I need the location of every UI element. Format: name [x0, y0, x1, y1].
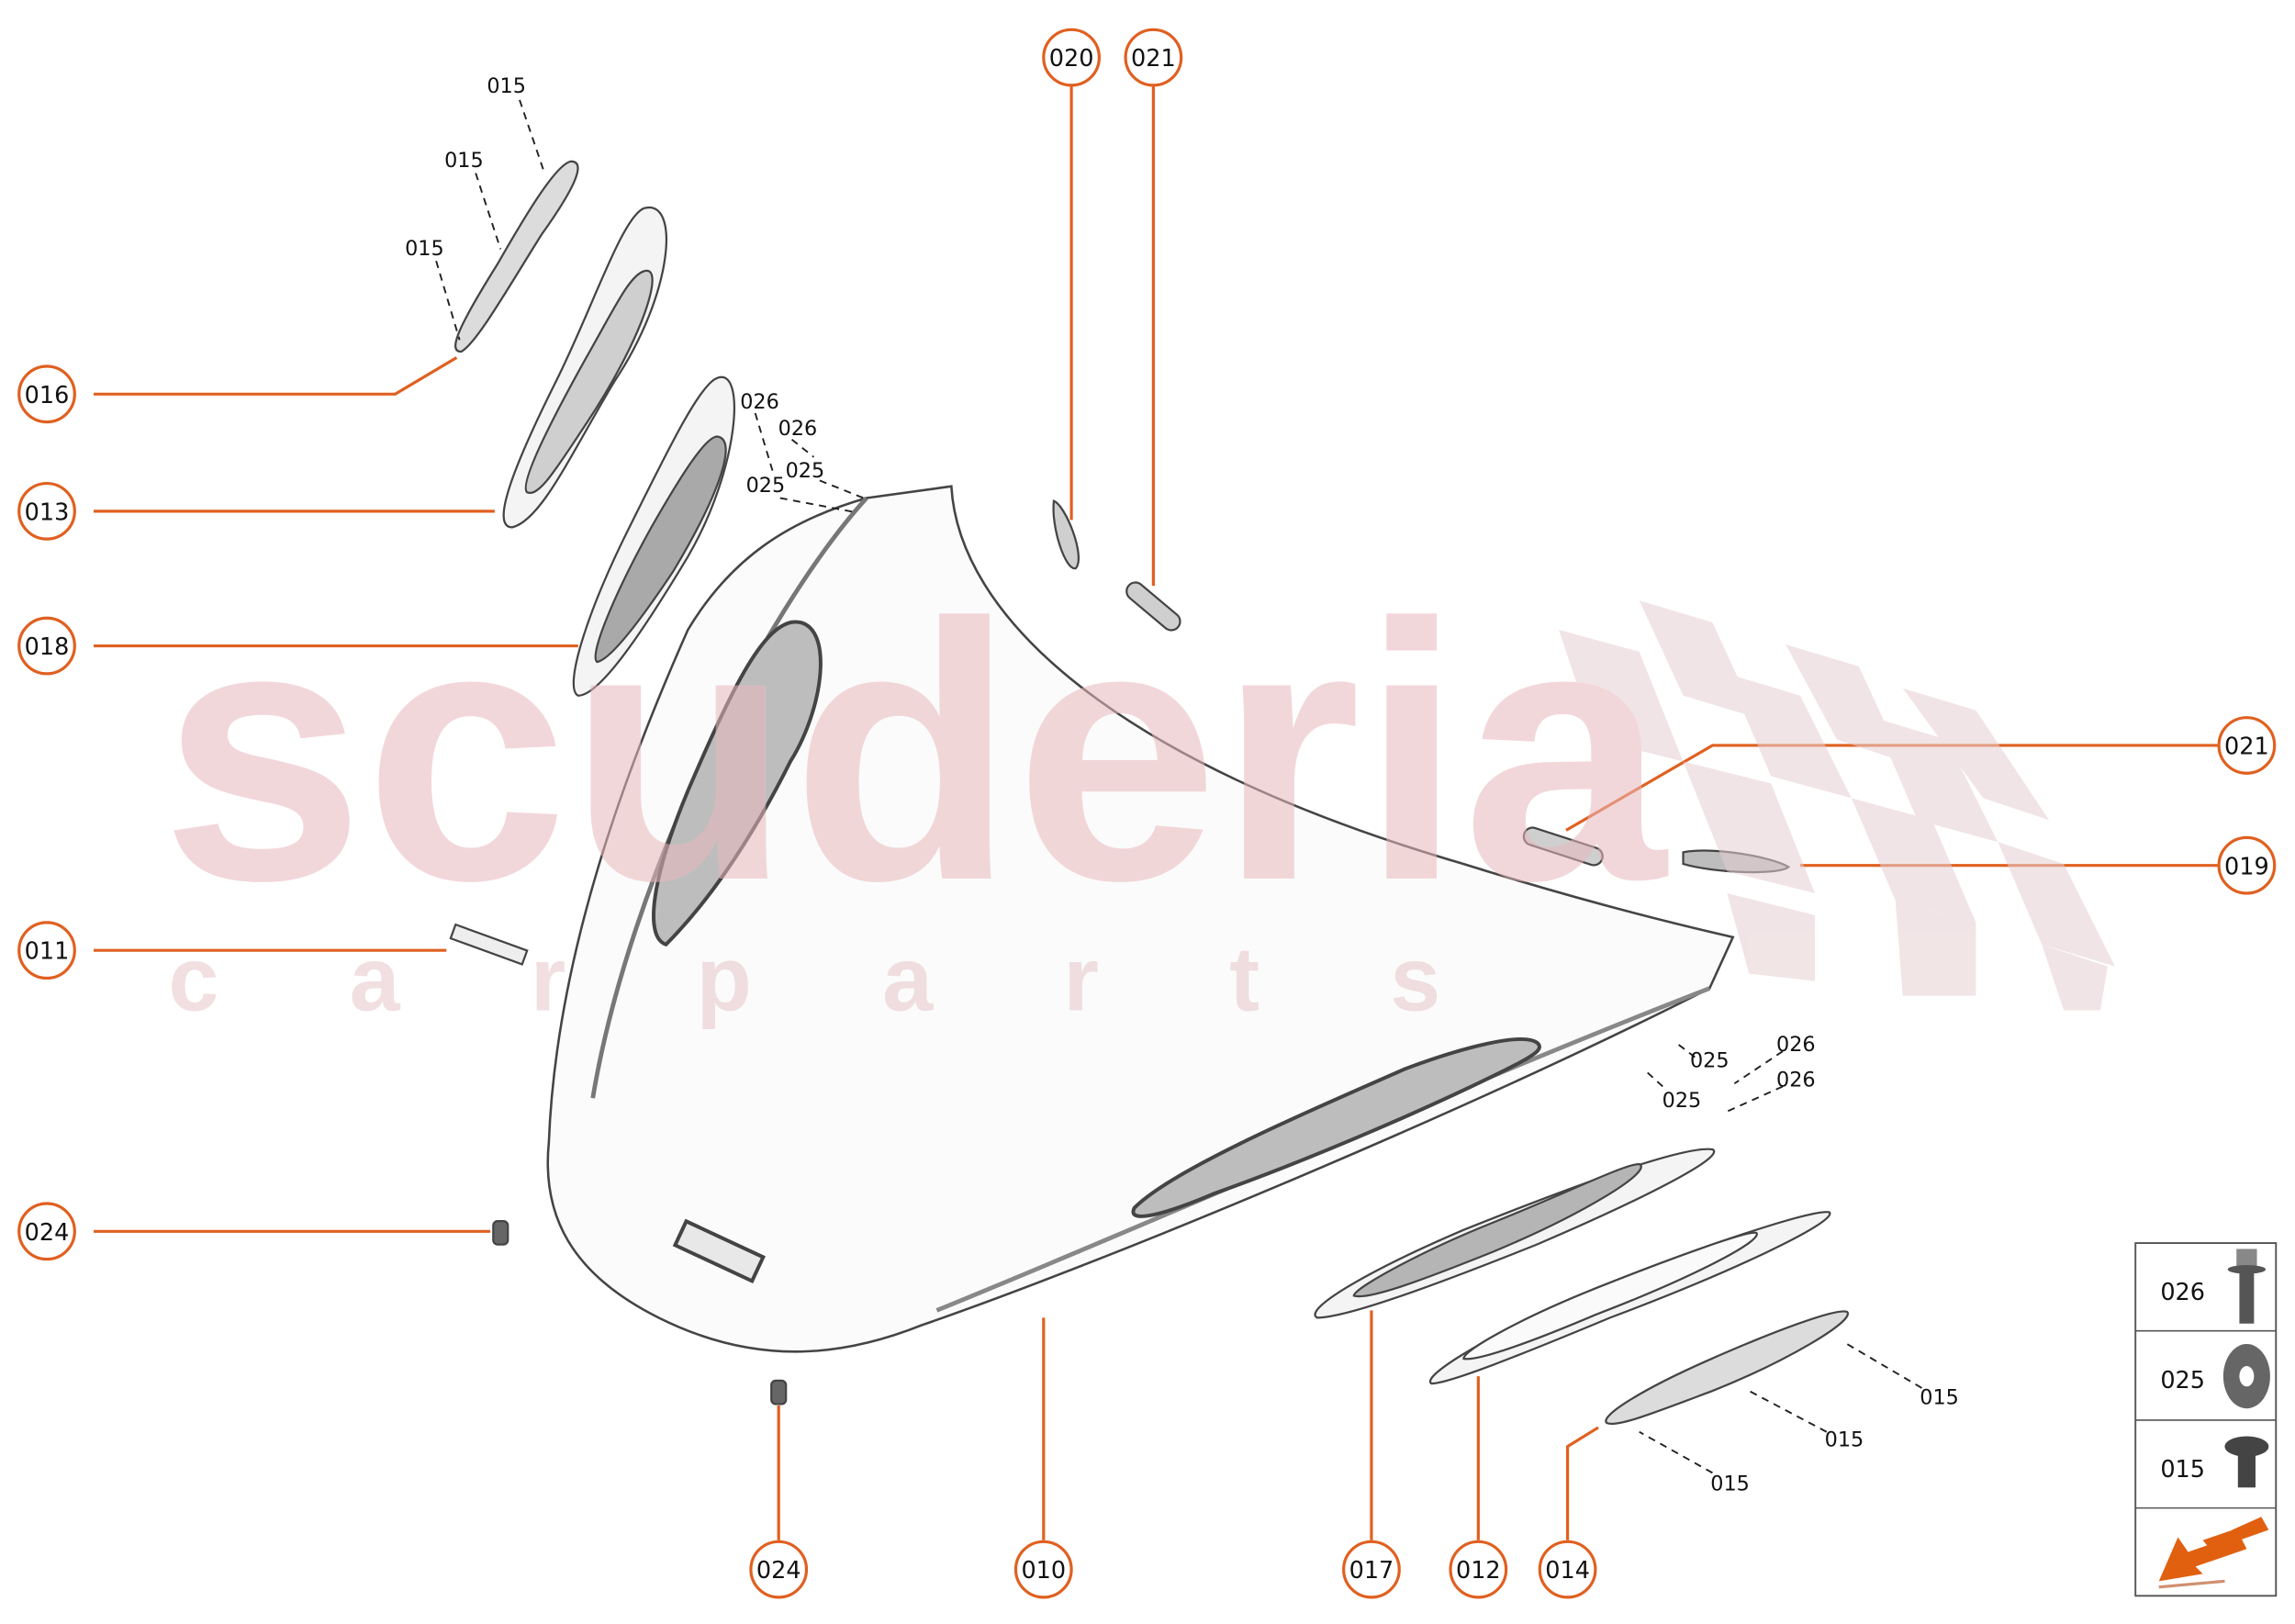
- callout-label: 020: [1049, 45, 1094, 73]
- dashed-leader: [1674, 1041, 1696, 1058]
- fastener-label: 025: [786, 459, 825, 483]
- callout-circle: [1124, 28, 1183, 87]
- callout-label: 024: [25, 1219, 70, 1247]
- callout-label: 014: [1545, 1557, 1590, 1585]
- dashed-leader: [435, 260, 461, 341]
- callout-016[interactable]: 016: [17, 364, 76, 424]
- callout-circle: [749, 1540, 809, 1599]
- callout-013[interactable]: 013: [17, 481, 76, 541]
- fastener-label: 026: [740, 390, 779, 414]
- callout-circle: [1538, 1540, 1597, 1599]
- fastener-label: 015: [487, 74, 526, 98]
- callout-label: 024: [756, 1557, 801, 1585]
- callout-label: 018: [25, 633, 70, 661]
- fastener-label: 025: [1662, 1089, 1702, 1113]
- dashed-leader: [754, 412, 774, 473]
- callout-label: 021: [1131, 45, 1176, 73]
- callout-circle: [1042, 28, 1101, 87]
- callout-circle: [17, 1202, 76, 1261]
- legend-code-026: 026: [2160, 1279, 2205, 1306]
- fastener-label: 026: [1776, 1033, 1816, 1057]
- callout-024[interactable]: 024: [17, 1202, 76, 1261]
- fastener-label: 015: [405, 237, 444, 261]
- callout-017[interactable]: 017: [1342, 1540, 1401, 1599]
- fastener-label: 015: [1920, 1385, 1959, 1409]
- dashed-leader: [1723, 1085, 1784, 1114]
- fastener-legend: 026 025 015: [2134, 1242, 2278, 1597]
- callout-circle: [2217, 716, 2277, 775]
- vent-parts: [449, 160, 1849, 1426]
- hood-010: [546, 485, 1735, 1353]
- legend-code-015: 015: [2160, 1456, 2205, 1484]
- callouts: 016 013 018 011 024 020 021 021 019 024 010 017 012 0…: [17, 28, 2277, 1599]
- dashed-leader: [1733, 1050, 1784, 1085]
- callout-012[interactable]: 012: [1449, 1540, 1508, 1599]
- fastener-label: 026: [778, 417, 818, 441]
- part-021-right: [1522, 826, 1604, 867]
- callout-circle: [1449, 1540, 1508, 1599]
- callout-circle: [1013, 1540, 1073, 1599]
- part-024-bottom: [770, 1379, 788, 1406]
- callout-circle: [1342, 1540, 1401, 1599]
- leader-line: [1565, 744, 2218, 832]
- callout-011[interactable]: 011: [17, 921, 76, 980]
- callout-label: 010: [1021, 1557, 1066, 1585]
- fastener-label: 015: [1825, 1428, 1864, 1452]
- callout-024[interactable]: 024: [749, 1540, 809, 1599]
- dashed-leader: [519, 99, 546, 174]
- part-024-left: [492, 1220, 509, 1246]
- callout-circle: [17, 364, 76, 424]
- callout-021[interactable]: 021: [2217, 716, 2277, 775]
- fastener-label: 025: [1690, 1049, 1730, 1073]
- dashed-leader: [1639, 1430, 1713, 1474]
- part-011: [449, 923, 529, 966]
- washer-icon: [2222, 1344, 2270, 1409]
- callout-circle: [17, 616, 76, 676]
- callout-label: 012: [1456, 1557, 1501, 1585]
- grille-016: [454, 160, 579, 353]
- fastener-label: 026: [1776, 1068, 1816, 1092]
- fastener-label: 025: [746, 474, 786, 498]
- part-019: [1682, 849, 1791, 874]
- callout-018[interactable]: 018: [17, 616, 76, 676]
- fastener-label: 015: [1710, 1472, 1750, 1495]
- orange-arrow-icon: [2158, 1517, 2269, 1589]
- callout-014[interactable]: 014: [1538, 1540, 1597, 1599]
- callout-010[interactable]: 010: [1013, 1540, 1073, 1599]
- grille-014: [1605, 1310, 1849, 1426]
- callout-label: 019: [2224, 853, 2269, 880]
- part-020: [1052, 499, 1080, 570]
- callout-021[interactable]: 021: [1124, 28, 1183, 87]
- screw-icon: [2224, 1436, 2269, 1488]
- callout-label: 016: [25, 382, 70, 409]
- dashed-leader: [819, 479, 865, 499]
- callout-label: 011: [25, 938, 70, 966]
- leader-line: [94, 356, 458, 396]
- dashed-leader: [475, 173, 502, 250]
- dashed-leader: [790, 438, 815, 458]
- callout-circle: [17, 921, 76, 980]
- dashed-leader: [1846, 1343, 1922, 1389]
- dashed-leader: [1646, 1070, 1663, 1088]
- callout-019[interactable]: 019: [2217, 835, 2277, 895]
- callout-020[interactable]: 020: [1042, 28, 1101, 87]
- callout-circle: [17, 481, 76, 541]
- callout-label: 021: [2224, 734, 2269, 761]
- fastener-label: 015: [444, 149, 484, 173]
- callout-label: 013: [25, 498, 70, 526]
- callout-label: 017: [1349, 1557, 1394, 1585]
- callout-circle: [2217, 835, 2277, 895]
- part-021-upper: [1125, 581, 1181, 632]
- fastener-labels: 0150150150260260250250250250260260150150…: [405, 74, 1959, 1496]
- flange-bolt-icon: [2227, 1249, 2267, 1324]
- dashed-leader: [1748, 1390, 1828, 1433]
- leader-line: [1565, 1426, 1599, 1540]
- legend-code-025: 025: [2160, 1367, 2205, 1394]
- fastener-dashes: [435, 99, 1922, 1474]
